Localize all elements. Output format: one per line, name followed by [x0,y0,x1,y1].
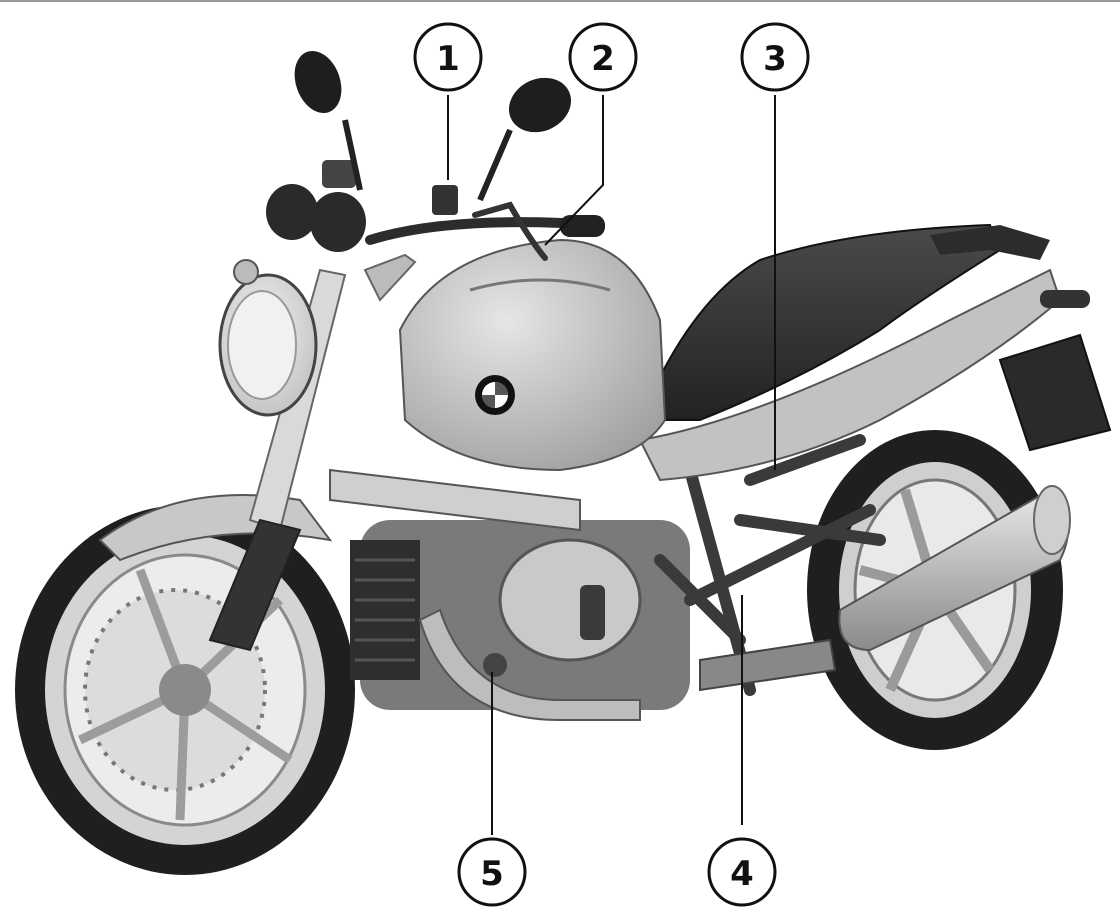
seat [638,223,1002,421]
callout-5: 5 [457,837,527,907]
engine [350,520,690,721]
callout-1: 1 [413,22,483,92]
left-mirror [294,51,363,191]
rear-body [638,268,1062,482]
right-grip [560,215,605,237]
callout-2: 2 [568,22,638,92]
callout-4-label: 4 [730,854,754,894]
license-plate [998,333,1112,452]
tail-light [1040,290,1090,308]
leader-line-2 [544,95,604,246]
callout-1-label: 1 [436,39,460,79]
footpeg [699,638,837,692]
brake-lever [472,201,548,261]
top-rule [0,0,1120,2]
brake-fluid-reservoir [432,185,458,215]
instrument-cluster [266,160,366,252]
leader-lines [447,95,776,835]
exhaust [838,485,1071,652]
fuel-tank [398,238,667,472]
callout-5-label: 5 [480,854,504,894]
callout-3-label: 3 [763,39,787,79]
frame-top-tube [329,468,581,532]
right-mirror [477,77,572,202]
headlight [218,259,318,417]
callout-3: 3 [740,22,810,92]
callout-4: 4 [707,837,777,907]
callout-2-label: 2 [591,39,615,79]
grab-rail [930,225,1050,260]
front-wheel [15,505,355,875]
bmw-roundel-icon [475,375,515,415]
